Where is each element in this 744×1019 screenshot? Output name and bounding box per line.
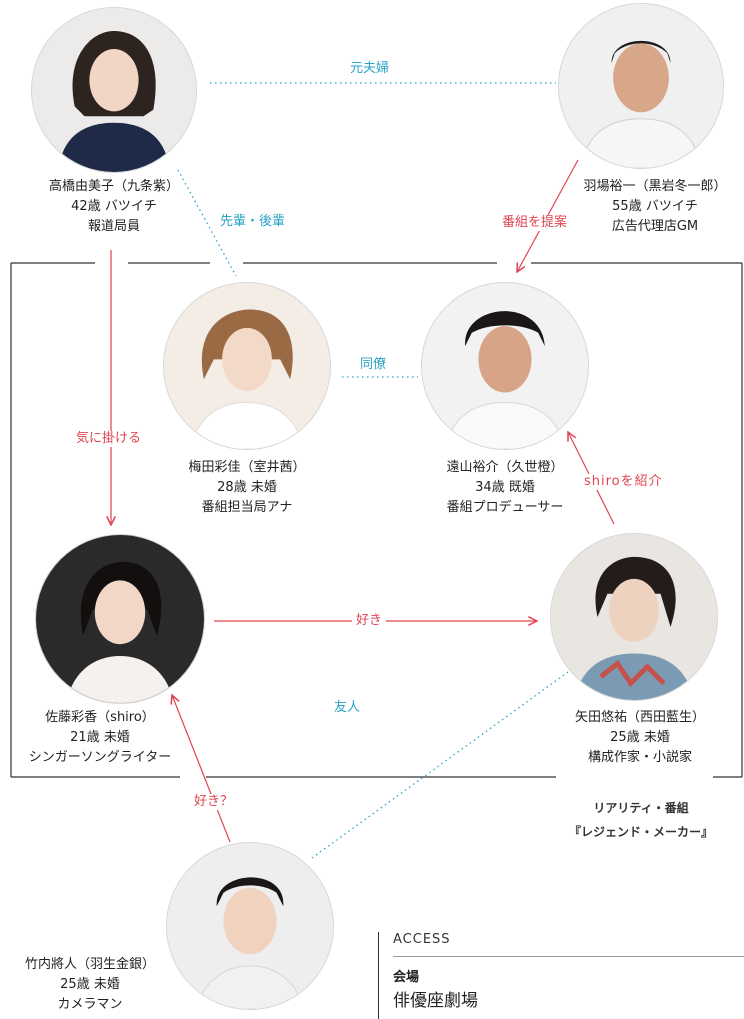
character-role: 番組担当局アナ [201,500,293,515]
portrait-icon [164,283,330,449]
label-senior-junior: 先輩・後輩 [220,214,286,229]
caption-sato: 佐藤彩香（shiro） 21歳 未婚 シンガーソングライター [0,708,200,768]
character-role: 広告代理店GM [611,219,699,234]
portrait-yada [550,533,718,701]
character-role: 報道局員 [87,219,140,234]
portrait-icon [32,8,196,172]
character-age: 25歳 未婚 [60,977,120,992]
label-likes-question: 好き？ [190,794,238,810]
access-divider [393,956,744,957]
portrait-icon [167,843,333,1009]
character-age: 34歳 既婚 [475,480,535,495]
label-proposes-show: 番組を提案 [498,215,572,231]
character-age: 28歳 未婚 [217,480,277,495]
show-title: リアリティ・番組 『レジェンド・メーカー』 [556,796,726,844]
portrait-sato [35,534,205,704]
line-senior-junior [177,169,237,277]
caption-yada: 矢田悠祐（西田藍生） 25歳 未婚 構成作家・小説家 [540,708,740,768]
portrait-takeuchi [166,842,334,1010]
character-age: 42歳 バツイチ [71,199,157,214]
character-age: 25歳 未婚 [610,730,670,745]
character-role: カメラマン [57,997,123,1012]
access-section: ACCESS 会場 俳優座劇場 [378,932,744,1019]
show-title-line1: リアリティ・番組 [593,801,689,815]
character-name: 竹内將人（羽生金銀） [24,957,155,972]
caption-takeuchi: 竹内將人（羽生金銀） 25歳 未婚 カメラマン [0,955,180,1015]
label-introduces-shiro: shiroを紹介 [580,474,667,490]
venue-name: 俳優座劇場 [393,991,478,1011]
portrait-icon [559,4,723,168]
label-cares-about: 気に掛ける [72,431,146,447]
character-role: 構成作家・小説家 [587,750,692,765]
portrait-icon [36,535,204,703]
group-frame [10,262,743,778]
portrait-takahashi [31,7,197,173]
venue-label: 会場 [393,970,420,985]
portrait-toyama [421,282,589,450]
caption-haba: 羽場裕一（黒岩冬一郎） 55歳 バツイチ 広告代理店GM [555,177,744,237]
label-ex-spouses: 元夫婦 [346,61,394,77]
character-name: 高橋由美子（九条紫） [48,179,179,194]
line-likes-question [172,695,231,843]
character-age: 21歳 未婚 [70,730,130,745]
character-name: 遠山裕介（久世橙） [446,460,564,475]
label-friends: 友人 [334,700,361,715]
access-heading: ACCESS [393,932,451,947]
character-role: 番組プロデューサー [446,500,564,515]
portrait-icon [422,283,588,449]
caption-takahashi: 高橋由美子（九条紫） 42歳 バツイチ 報道局員 [14,177,214,237]
portrait-icon [551,534,717,700]
portrait-haba [558,3,724,169]
character-role: シンガーソングライター [28,750,172,765]
character-name: 矢田悠祐（西田藍生） [574,710,705,725]
portrait-umeda [163,282,331,450]
character-name: 羽場裕一（黒岩冬一郎） [583,179,727,194]
character-name: 佐藤彩香（shiro） [45,710,155,725]
caption-toyama: 遠山裕介（久世橙） 34歳 既婚 番組プロデューサー [405,458,605,518]
label-colleagues: 同僚 [356,357,391,373]
caption-umeda: 梅田彩佳（室井茜） 28歳 未婚 番組担当局アナ [147,458,347,518]
character-name: 梅田彩佳（室井茜） [188,460,306,475]
character-age: 55歳 バツイチ [612,199,698,214]
show-title-line2: 『レジェンド・メーカー』 [568,825,713,839]
label-likes: 好き [352,613,387,629]
